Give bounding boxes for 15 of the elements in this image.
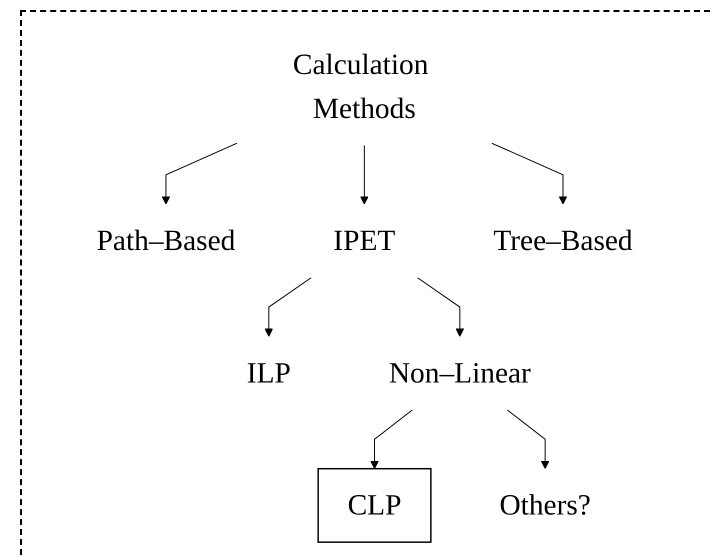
- node-text: Calculation Methods: [293, 48, 429, 125]
- arrow: [507, 409, 550, 470]
- arrow: [360, 144, 370, 205]
- arrow: [370, 409, 414, 470]
- arrow: [162, 142, 238, 205]
- arrow: [417, 277, 465, 337]
- node-text: ILP: [247, 357, 292, 390]
- node-box: CLP: [318, 468, 432, 543]
- node-text: Non–Linear: [389, 357, 532, 390]
- node-text: Others?: [500, 489, 592, 522]
- arrow: [264, 277, 312, 337]
- node-text: Tree–Based: [494, 224, 634, 258]
- arrow: [492, 142, 568, 205]
- node-text: Path–Based: [96, 224, 236, 258]
- node-text: IPET: [334, 224, 396, 258]
